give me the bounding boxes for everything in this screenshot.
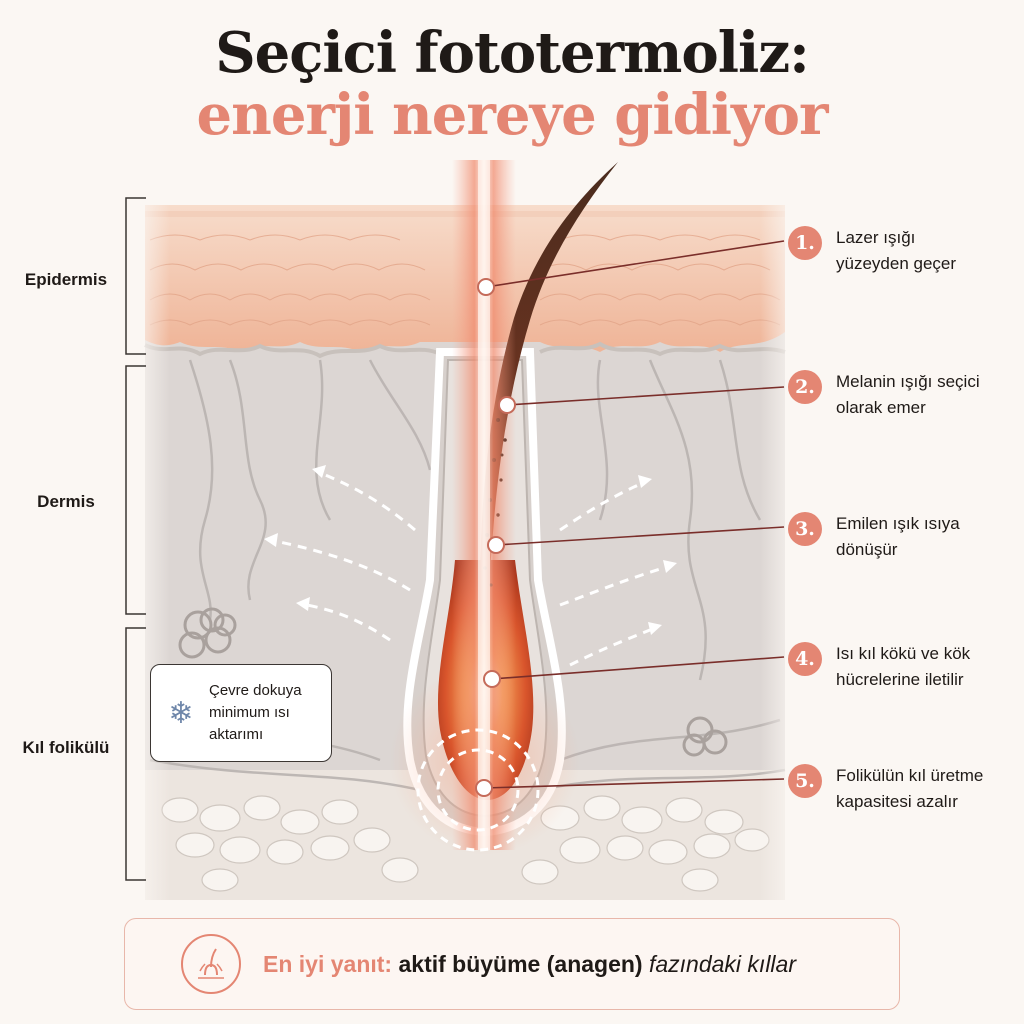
- step-text: Emilen ışık ısıya dönüşür: [836, 514, 960, 559]
- leader-lines: [483, 240, 785, 789]
- answer-text: En iyi yanıt: aktif büyüme (anagen) fazı…: [263, 951, 796, 978]
- answer-lead: En iyi yanıt:: [263, 950, 393, 977]
- heat-arrow-heads: [264, 465, 677, 635]
- dermis-fibers: [149, 359, 786, 792]
- heat-transfer-note: ❄ Çevre dokuya minimum ısı aktarımı: [150, 664, 332, 762]
- title-line-2: enerji nereye gidiyor: [196, 82, 829, 148]
- heat-dispersion-arrows: [269, 470, 671, 667]
- laser-beam: [452, 160, 516, 850]
- step-4: 4. Isı kıl kökü ve kök hücrelerine ileti…: [788, 642, 1014, 693]
- step-text: Lazer ışığı yüzeyden geçer: [836, 228, 957, 273]
- note-text: Çevre dokuya minimum ısı aktarımı: [209, 682, 302, 743]
- step-number: 4.: [788, 642, 822, 676]
- layer-brackets: [125, 197, 146, 881]
- snowflake-icon: ❄: [168, 696, 194, 730]
- best-response-banner: En iyi yanıt: aktif büyüme (anagen) fazı…: [124, 918, 900, 1010]
- answer-suffix: fazındaki kıllar: [648, 950, 796, 977]
- step-5: 5. Folikülün kıl üretme kapasitesi azalı…: [788, 764, 1014, 815]
- step-2: 2. Melanin ışığı seçici olarak emer: [788, 370, 1014, 421]
- layer-label-follicle: Kıl folikülü: [22, 738, 110, 757]
- step-text: Folikülün kıl üretme kapasitesi azalır: [836, 766, 984, 811]
- step-number: 3.: [788, 512, 822, 546]
- step-number: 1.: [788, 226, 822, 260]
- layer-label-epidermis: Epidermis: [24, 270, 108, 289]
- step-3: 3. Emilen ışık ısıya dönüşür: [788, 512, 1014, 563]
- target-ring: [416, 728, 540, 852]
- layer-label-dermis: Dermis: [37, 492, 95, 511]
- answer-phase: aktif büyüme (anagen): [398, 950, 643, 977]
- step-text: Melanin ışığı seçici olarak emer: [836, 372, 980, 417]
- nerve-coil: [178, 607, 728, 757]
- step-text: Isı kıl kökü ve kök hücrelerine iletilir: [836, 644, 971, 689]
- marker-points: [475, 278, 516, 797]
- step-1: 1. Lazer ışığı yüzeyden geçer: [788, 226, 1014, 277]
- title-line-1: Seçici fototermoliz:: [215, 20, 810, 86]
- step-number: 2.: [788, 370, 822, 404]
- hair-follicle-icon: [181, 934, 241, 994]
- step-number: 5.: [788, 764, 822, 798]
- page-title: Seçici fototermoliz: enerji nereye gidiy…: [0, 22, 1024, 146]
